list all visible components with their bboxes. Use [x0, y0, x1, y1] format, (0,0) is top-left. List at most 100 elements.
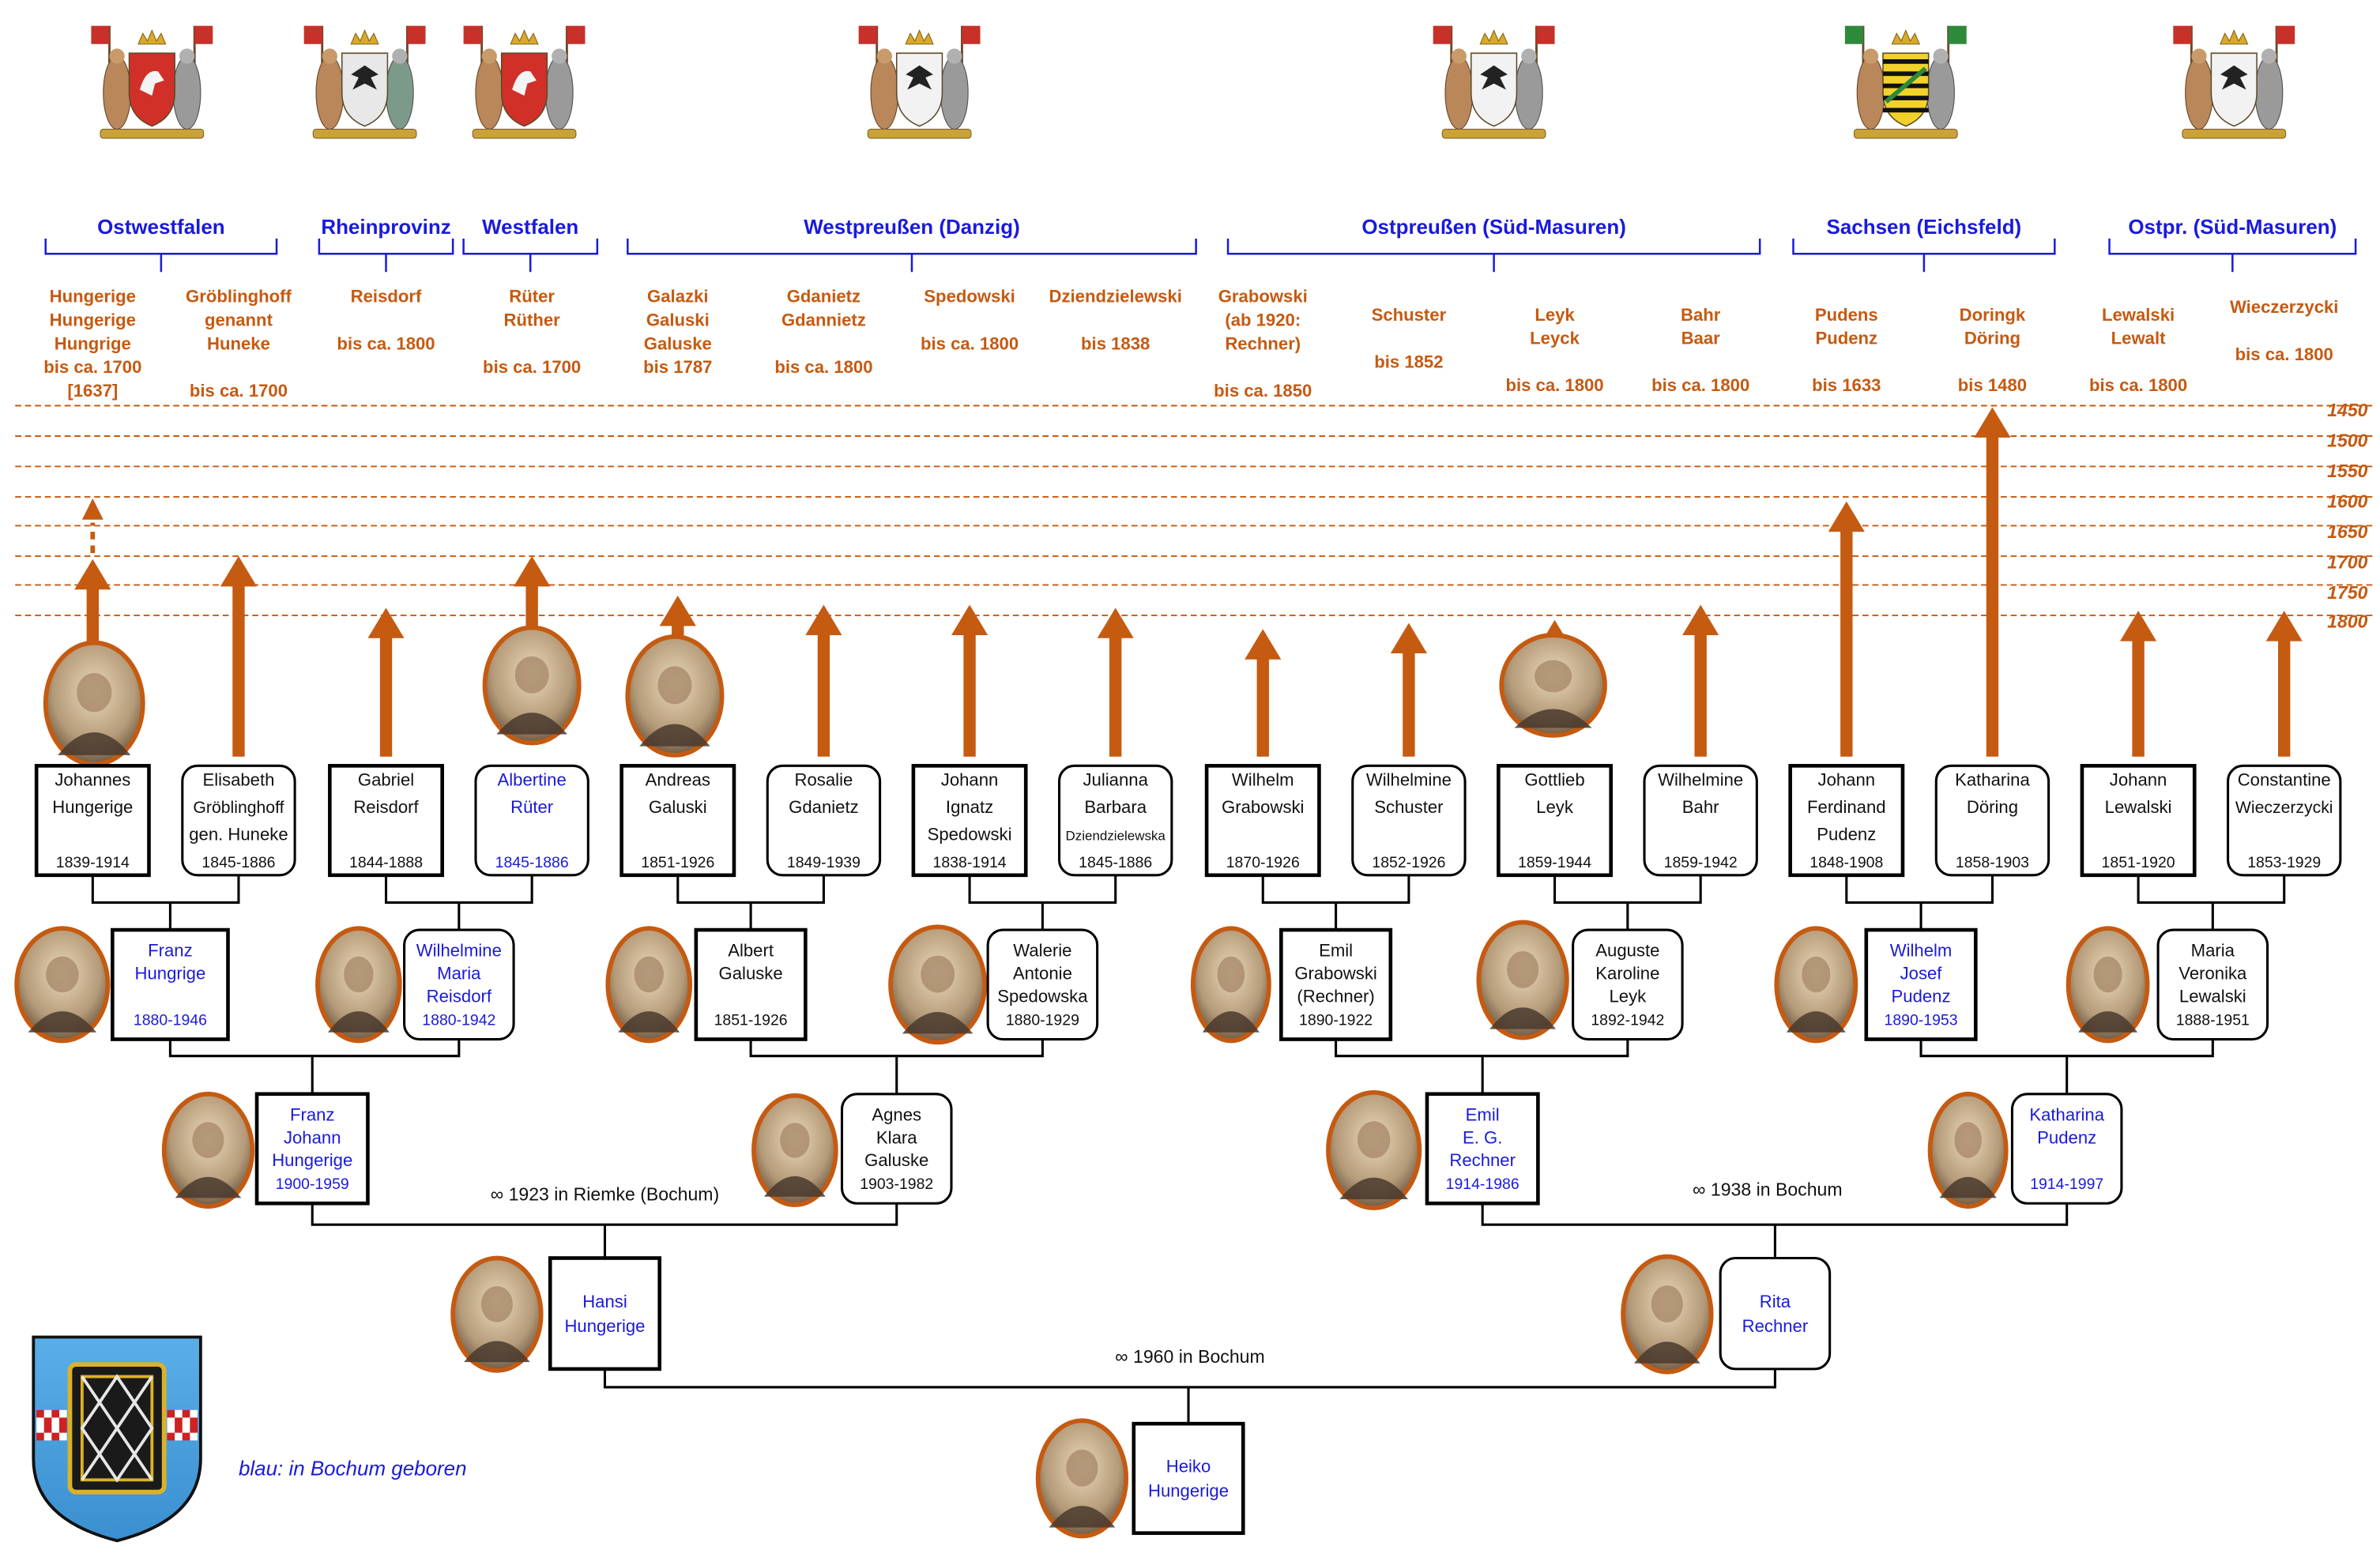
person-text: 1845-1886 — [201, 854, 275, 871]
legend-text: blau: in Bochum geboren — [239, 1457, 467, 1480]
portrait-photo-icon — [1476, 920, 1569, 1040]
surname-text: Grabowski — [1218, 287, 1308, 307]
surname-text: bis 1787 — [643, 357, 712, 377]
person-text: Dziendzielewska — [1066, 829, 1166, 844]
ancestry-arrow — [220, 555, 258, 757]
marriage-label: ∞ 1960 in Bochum — [1115, 1346, 1265, 1367]
surname-text: Rechner) — [1225, 333, 1301, 353]
portrait-photo-icon — [1774, 926, 1858, 1044]
person-text: Rechner — [1742, 1316, 1809, 1336]
person-text: 1914-1986 — [1446, 1176, 1520, 1193]
person-text: (Rechner) — [1297, 986, 1374, 1006]
portrait-photo-icon — [1927, 1091, 2009, 1209]
region-header: Westpreußen (Danzig) — [804, 215, 1019, 239]
person-text: Lewalski — [2105, 797, 2172, 817]
surname-text: Leyck — [1530, 329, 1580, 348]
person-text: Wilhelmine — [416, 941, 502, 961]
year-label: 1700 — [2327, 551, 2367, 572]
person-text: Auguste — [1595, 941, 1659, 961]
person-text: E. G. — [1463, 1127, 1502, 1147]
family-connector — [1845, 875, 1994, 931]
person-text: Grabowski — [1294, 964, 1376, 984]
person-text: 1888-1951 — [2176, 1011, 2250, 1029]
person-text: Barbara — [1084, 797, 1147, 817]
surname-text: (ab 1920: — [1225, 310, 1301, 330]
person-text: Wieczerzycki — [2235, 799, 2333, 817]
region-header: Ostpreußen (Süd-Masuren) — [1361, 215, 1626, 239]
surname-text: bis ca. 1700 — [483, 357, 581, 377]
surname-text: Döring — [1964, 329, 2020, 348]
region-bracket — [2108, 238, 2357, 273]
family-connector — [1553, 875, 1702, 931]
ancestry-arrow — [367, 608, 405, 757]
person-text: 1848-1908 — [1809, 854, 1883, 871]
portrait-photo-icon — [888, 924, 988, 1045]
surname-text: bis ca. 1850 — [1214, 381, 1312, 401]
ancestry-arrow — [2265, 611, 2303, 757]
person-text: Spedowski — [928, 825, 1012, 845]
person-text: Gottlieb — [1524, 769, 1584, 789]
person-frame — [548, 1256, 662, 1371]
person-text: Hansi — [582, 1292, 627, 1311]
person-text: Josef — [1900, 964, 1943, 984]
family-connector — [91, 875, 240, 931]
person-text: Rüter — [510, 797, 553, 817]
family-connector — [1919, 1039, 2214, 1094]
person-frame — [1864, 927, 1978, 1041]
person-frame — [1497, 764, 1614, 878]
surname-text: bis ca. 1800 — [774, 357, 872, 377]
person-text: Emil — [1319, 941, 1353, 961]
person-text: Franz — [148, 941, 193, 961]
person-text: 1845-1886 — [495, 854, 569, 871]
family-connector — [311, 1203, 898, 1258]
surname-text: Bahr — [1681, 305, 1721, 325]
person-text: Albertine — [498, 769, 567, 789]
surname-text: Gröblinghoff — [186, 287, 292, 307]
person-text: Gabriel — [358, 769, 414, 789]
portrait-photo-icon — [2066, 926, 2150, 1044]
ancestry-arrow — [1828, 501, 1865, 757]
year-label: 1650 — [2327, 521, 2367, 542]
portrait-photo-icon — [450, 1255, 544, 1373]
family-connector — [168, 1039, 461, 1094]
person-text: Katharina — [1955, 769, 2030, 789]
person-text: Johann — [284, 1127, 341, 1147]
person-text: Agnes — [872, 1104, 921, 1124]
person-text: Maria — [2191, 941, 2235, 961]
person-text: 1859-1944 — [1518, 854, 1591, 871]
portrait-photo-icon — [161, 1091, 255, 1209]
portrait-photo-icon — [1621, 1254, 1714, 1375]
surname-text: Spedowski — [924, 287, 1015, 307]
family-connector — [384, 875, 533, 931]
ancestry-arrow — [805, 604, 842, 757]
person-text: Hungerige — [272, 1150, 352, 1170]
person-text: Wilhelm — [1890, 941, 1953, 961]
person-text: Galuske — [864, 1150, 928, 1170]
surname-text: Huneke — [207, 333, 270, 353]
surname-text: Gdannietz — [781, 310, 866, 330]
year-label: 1500 — [2327, 430, 2367, 450]
ancestry-arrow — [951, 604, 989, 757]
surname-text: bis ca. 1800 — [2235, 344, 2333, 364]
portrait-photo-icon — [751, 1093, 838, 1208]
marriage-label: ∞ 1923 in Riemke (Bochum) — [491, 1183, 719, 1204]
year-label: 1550 — [2327, 461, 2367, 481]
surname-text: bis ca. 1800 — [2089, 375, 2187, 395]
portrait-photo-icon — [1499, 633, 1607, 738]
person-text: Johann — [1818, 769, 1876, 789]
person-text: Reisdorf — [353, 797, 419, 817]
person-text: Katharina — [2029, 1104, 2104, 1124]
surname-text: Leyk — [1535, 305, 1575, 325]
